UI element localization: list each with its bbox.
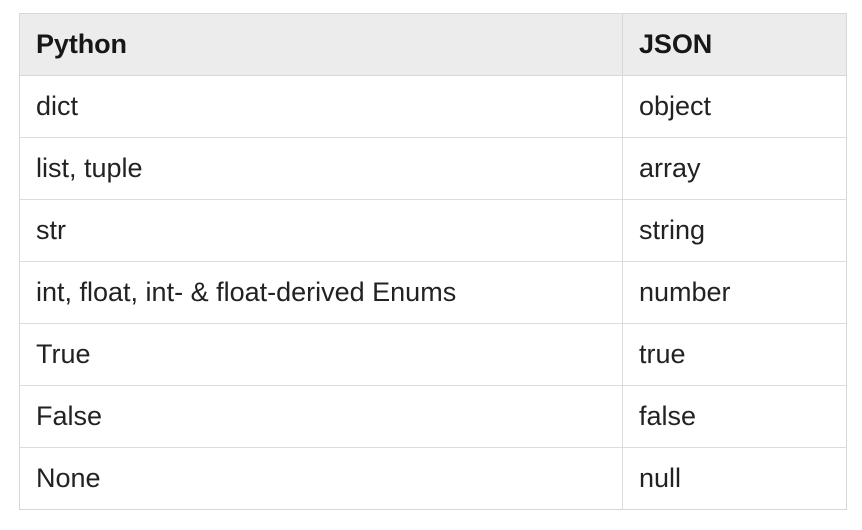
column-header-python: Python — [19, 13, 623, 76]
table-row: str string — [19, 199, 847, 262]
cell-json-type: number — [622, 261, 847, 324]
table-row: int, float, int- & float-derived Enums n… — [19, 261, 847, 324]
cell-json-type: false — [622, 385, 847, 448]
table-row: list, tuple array — [19, 137, 847, 200]
table-header: Python JSON — [19, 13, 847, 76]
cell-json-type: object — [622, 75, 847, 138]
cell-python-type: dict — [19, 75, 623, 138]
cell-python-type: str — [19, 199, 623, 262]
cell-python-type: False — [19, 385, 623, 448]
cell-json-type: true — [622, 323, 847, 386]
cell-json-type: array — [622, 137, 847, 200]
cell-python-type: None — [19, 447, 623, 510]
table-row: False false — [19, 385, 847, 448]
cell-json-type: null — [622, 447, 847, 510]
table-row: None null — [19, 447, 847, 510]
cell-json-type: string — [622, 199, 847, 262]
cell-python-type: int, float, int- & float-derived Enums — [19, 261, 623, 324]
cell-python-type: list, tuple — [19, 137, 623, 200]
cell-python-type: True — [19, 323, 623, 386]
table-header-row: Python JSON — [19, 13, 847, 76]
column-header-json: JSON — [622, 13, 847, 76]
table-row: dict object — [19, 75, 847, 138]
table-body: dict object list, tuple array str string… — [19, 75, 847, 510]
table-row: True true — [19, 323, 847, 386]
python-json-conversion-table: Python JSON dict object list, tuple arra… — [19, 13, 847, 510]
